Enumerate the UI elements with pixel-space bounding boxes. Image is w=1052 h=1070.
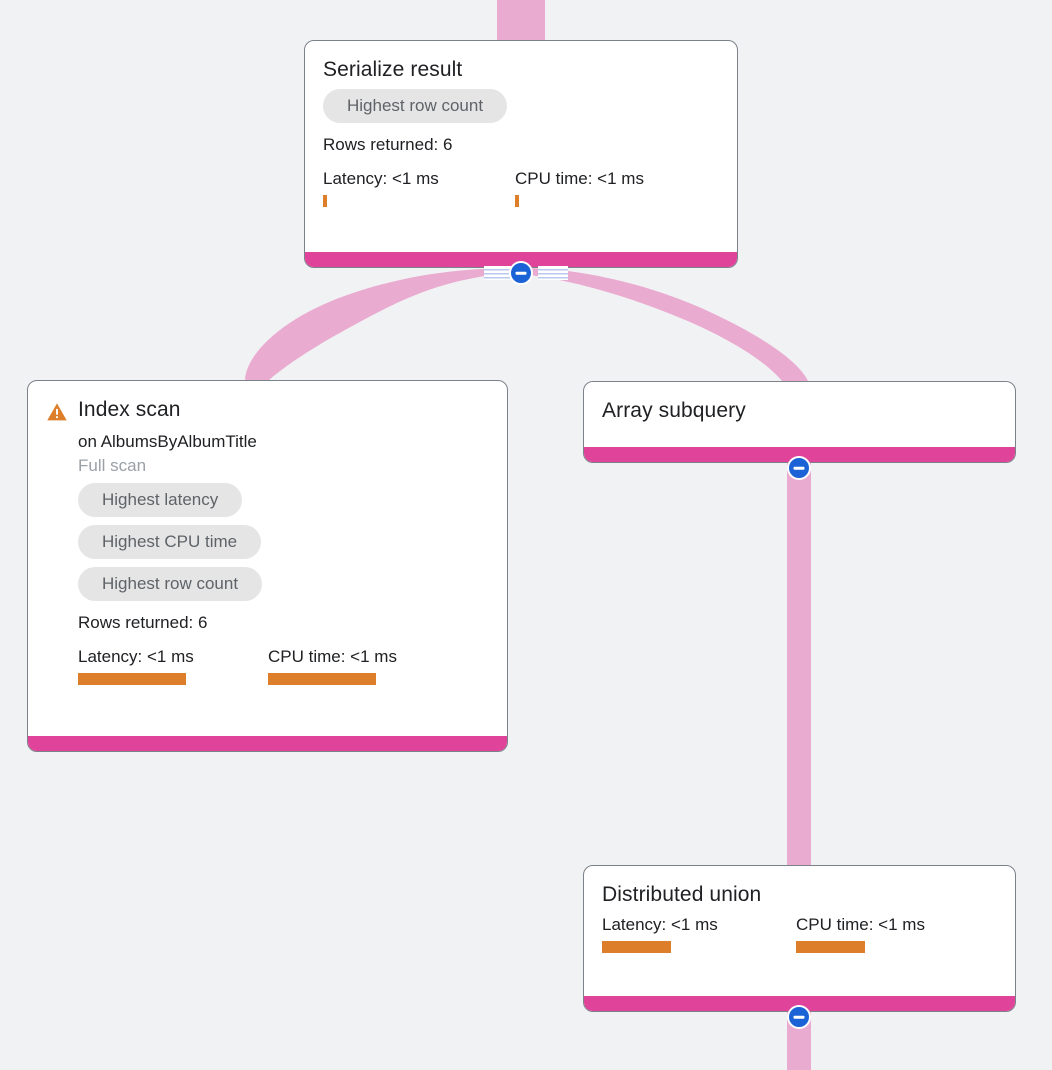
metric-latency: Latency: <1 ms bbox=[323, 168, 515, 207]
toggle-array-subquery[interactable] bbox=[787, 456, 811, 480]
chip-list: Highest latency Highest CPU time Highest… bbox=[78, 483, 489, 609]
chip-row: Highest row count bbox=[323, 89, 719, 131]
badge-highest-row-count: Highest row count bbox=[323, 89, 508, 123]
card-footer-accent bbox=[28, 736, 507, 751]
metric-latency-bar bbox=[78, 673, 186, 685]
warning-triangle-icon bbox=[47, 403, 67, 421]
node-title: Index scan bbox=[78, 398, 181, 421]
metric-cpu-time-bar bbox=[268, 673, 376, 685]
badge-highest-latency: Highest latency bbox=[78, 483, 243, 517]
node-card-array-subquery[interactable]: Array subquery bbox=[583, 381, 1016, 463]
card-footer-accent bbox=[584, 996, 1015, 1011]
node-subtitle-target: on AlbumsByAlbumTitle bbox=[78, 432, 257, 451]
node-card-index-scan[interactable]: Index scan on AlbumsByAlbumTitle Full sc… bbox=[27, 380, 508, 752]
metric-latency: Latency: <1 ms bbox=[78, 646, 268, 685]
metric-cpu-time: CPU time: <1 ms bbox=[268, 646, 397, 685]
card-body: Distributed union Latency: <1 ms CPU tim… bbox=[584, 866, 1015, 996]
metric-latency-bar bbox=[323, 195, 327, 207]
card-body: Index scan on AlbumsByAlbumTitle Full sc… bbox=[28, 381, 507, 736]
edge-serialize-to-array-subquery bbox=[521, 268, 808, 381]
metric-latency-label: Latency: <1 ms bbox=[323, 169, 439, 188]
toggle-distributed-union[interactable] bbox=[787, 1005, 811, 1029]
metric-latency: Latency: <1 ms bbox=[602, 914, 796, 953]
title-row: Serialize result bbox=[323, 57, 719, 83]
edge-serialize-to-index-scan bbox=[245, 268, 521, 381]
node-title: Array subquery bbox=[602, 399, 746, 422]
node-subtitle-scan-type: Full scan bbox=[78, 456, 147, 475]
badge-highest-cpu-time: Highest CPU time bbox=[78, 525, 262, 559]
toggle-flank-left bbox=[484, 266, 514, 280]
node-details: on AlbumsByAlbumTitle Full scan Highest … bbox=[46, 430, 489, 685]
rows-returned: Rows returned: 6 bbox=[323, 135, 453, 154]
metric-latency-label: Latency: <1 ms bbox=[78, 647, 194, 666]
card-footer-accent bbox=[584, 447, 1015, 462]
metric-latency-bar bbox=[602, 941, 671, 953]
title-row: Array subquery bbox=[602, 398, 997, 424]
badge-highest-row-count: Highest row count bbox=[78, 567, 263, 601]
metrics-row: Latency: <1 ms CPU time: <1 ms bbox=[78, 646, 489, 685]
metric-cpu-time-label: CPU time: <1 ms bbox=[268, 647, 397, 666]
node-card-serialize-result[interactable]: Serialize result Highest row count Rows … bbox=[304, 40, 738, 268]
node-title: Distributed union bbox=[602, 883, 762, 906]
chip-row: Highest CPU time bbox=[78, 525, 489, 567]
metric-cpu-time-label: CPU time: <1 ms bbox=[515, 169, 644, 188]
card-body: Array subquery bbox=[584, 382, 1015, 447]
chip-row: Highest row count bbox=[78, 567, 489, 609]
metrics-row: Latency: <1 ms CPU time: <1 ms bbox=[323, 168, 719, 207]
toggle-serialize-result[interactable] bbox=[509, 261, 533, 285]
metric-cpu-time: CPU time: <1 ms bbox=[796, 914, 925, 953]
metric-cpu-time-bar bbox=[515, 195, 519, 207]
rows-returned: Rows returned: 6 bbox=[78, 613, 208, 632]
edge-array-subquery-to-distributed-union bbox=[787, 463, 811, 873]
title-row: Index scan bbox=[46, 397, 489, 423]
toggle-flank-right bbox=[538, 266, 568, 280]
edge-into-serialize-result bbox=[497, 0, 545, 44]
title-row: Distributed union bbox=[602, 882, 997, 908]
node-card-distributed-union[interactable]: Distributed union Latency: <1 ms CPU tim… bbox=[583, 865, 1016, 1012]
card-body: Serialize result Highest row count Rows … bbox=[305, 41, 737, 252]
metrics-row: Latency: <1 ms CPU time: <1 ms bbox=[602, 914, 997, 953]
metric-cpu-time-label: CPU time: <1 ms bbox=[796, 915, 925, 934]
metric-cpu-time-bar bbox=[796, 941, 865, 953]
chip-list: Highest row count bbox=[323, 89, 719, 131]
node-title: Serialize result bbox=[323, 58, 463, 81]
chip-row: Highest latency bbox=[78, 483, 489, 525]
metric-cpu-time: CPU time: <1 ms bbox=[515, 168, 644, 207]
card-footer-accent bbox=[305, 252, 737, 267]
metric-latency-label: Latency: <1 ms bbox=[602, 915, 718, 934]
